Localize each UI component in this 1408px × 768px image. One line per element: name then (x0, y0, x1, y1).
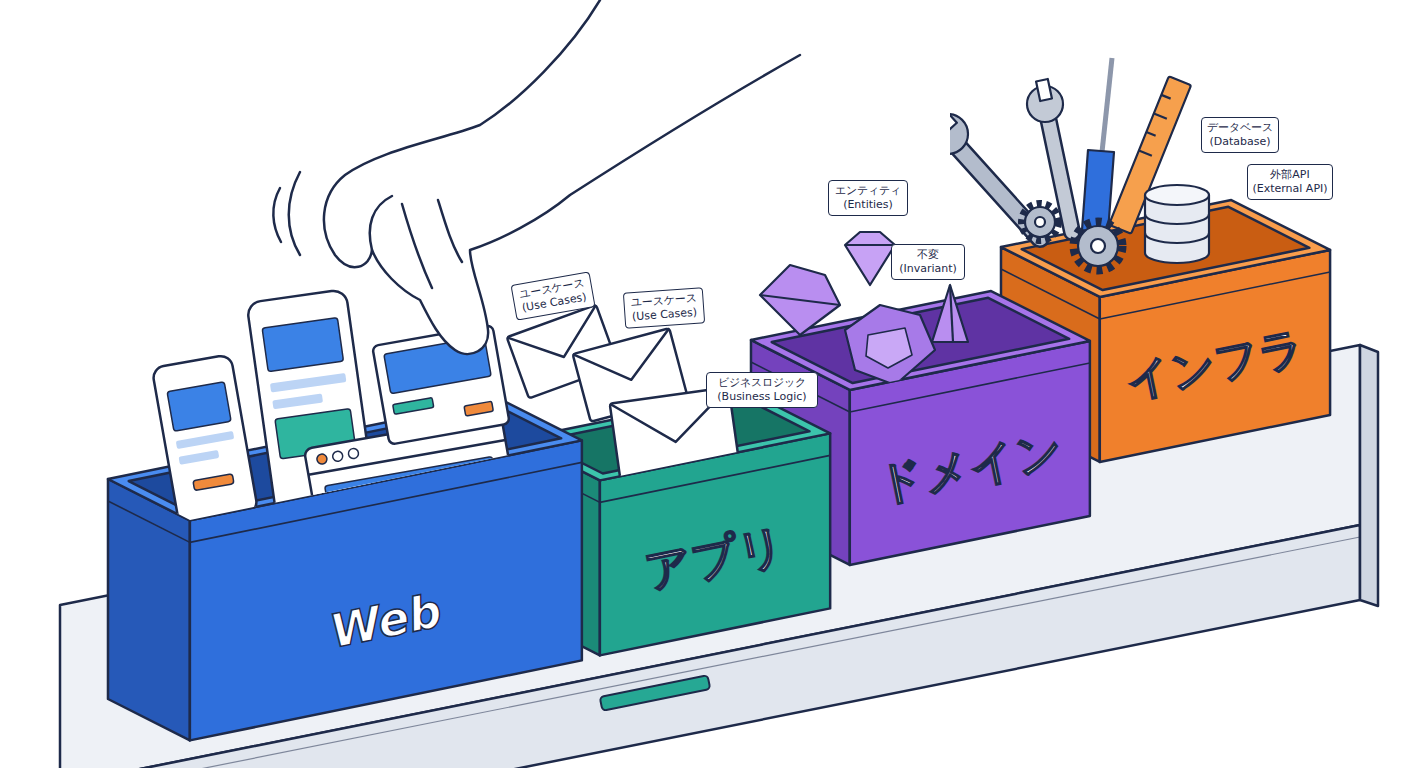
gems (845, 244, 895, 246)
screen-cards (272, 393, 323, 409)
envelopes (573, 328, 680, 393)
label-tag: データベース (Database) (1201, 117, 1279, 153)
tools (950, 138, 1040, 238)
label-tag: ユースケース (Use Cases) (511, 271, 596, 320)
bin-lip (1001, 269, 1100, 319)
label-tag: ユースケース (Use Cases) (623, 287, 705, 328)
tag-text: ビジネスロジック (Business Logic) (711, 376, 813, 404)
label-tag: ビジネスロジック (Business Logic) (706, 372, 818, 408)
tools (932, 106, 957, 132)
bin-opening (539, 398, 810, 473)
tools (1145, 185, 1209, 205)
tag-text: ユースケース (Use Cases) (516, 276, 590, 315)
tools (1025, 207, 1055, 237)
bin-lip (190, 462, 582, 542)
tools (950, 138, 1040, 238)
tools (1146, 132, 1155, 136)
tools (1035, 217, 1045, 227)
tag-text: 外部API (External API) (1252, 168, 1328, 196)
tools (1027, 86, 1063, 122)
bin-lip (1100, 272, 1330, 319)
tools (1161, 95, 1170, 99)
bin-outline (104, 395, 586, 744)
held-card (393, 398, 434, 415)
tag-text: エンティティ (Entities) (833, 184, 903, 212)
hand (324, 0, 800, 354)
shelf (1360, 345, 1378, 606)
hand (438, 200, 462, 262)
label-tag: 不変 (Invariant) (891, 244, 965, 280)
bin-opening (772, 298, 1069, 383)
bin-opening (1022, 207, 1310, 290)
bin-lip (518, 461, 600, 502)
tools (1082, 150, 1114, 232)
tools (1046, 108, 1072, 232)
layer-bin: Web (104, 395, 586, 744)
hand (273, 188, 281, 242)
hand (289, 172, 300, 255)
tag-text: データベース (Database) (1206, 121, 1274, 149)
screen-cards (176, 431, 235, 449)
bin-lip (600, 455, 830, 502)
bin-side (108, 479, 190, 740)
tools (1102, 58, 1112, 152)
tools (1154, 113, 1167, 118)
bin-lip (108, 501, 190, 542)
tag-text: ユースケース (Use Cases) (628, 292, 700, 324)
screen-cards (270, 373, 347, 392)
screen-cards (167, 382, 231, 431)
shelf (600, 675, 711, 711)
hand (402, 204, 432, 288)
bin-lip (850, 363, 1090, 412)
tools (1036, 79, 1052, 101)
gems (845, 232, 895, 285)
tools (1022, 204, 1058, 240)
tag-text: 不変 (Invariant) (896, 248, 960, 276)
label-tag: 外部API (External API) (1247, 164, 1333, 200)
tools (1046, 108, 1072, 232)
label-tag: エンティティ (Entities) (828, 180, 908, 216)
tools (928, 114, 968, 154)
screen-cards (262, 318, 343, 372)
bin-opening (129, 405, 561, 513)
gems (760, 295, 840, 305)
hand (370, 196, 392, 250)
hand (273, 0, 800, 354)
held-card (384, 337, 491, 394)
tools (1139, 151, 1152, 156)
bin-rim (108, 399, 582, 520)
